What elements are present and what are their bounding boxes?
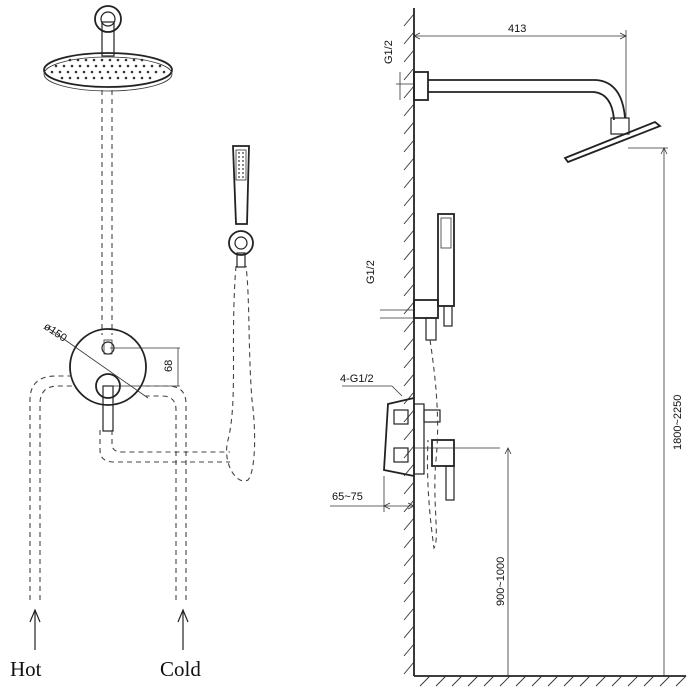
dim-900-1000: 900~1000 — [495, 557, 507, 606]
floor-hatching — [419, 675, 687, 687]
hot-arrow — [29, 608, 41, 650]
concealed-valve-body — [383, 397, 500, 501]
hot-label: Hot — [10, 657, 42, 681]
dim-1800-2250: 1800~2250 — [672, 395, 684, 450]
hand-shower-side — [413, 213, 455, 341]
shower-nozzles — [50, 58, 166, 80]
dim-g12-mid: G1/2 — [365, 260, 377, 284]
hose-side — [426, 339, 439, 550]
front-view: ø150 68 Hot Cold — [10, 5, 256, 681]
dim-g12-top: G1/2 — [383, 40, 395, 64]
dim-4g12: 4-G1/2 — [340, 373, 374, 385]
mixer-valve-plate — [69, 328, 147, 432]
dim-413: 413 — [508, 23, 526, 35]
cold-label: Cold — [160, 657, 201, 681]
hand-shower — [228, 145, 254, 268]
dim-65-75: 65~75 — [332, 491, 363, 503]
shower-arm-mount — [94, 5, 122, 57]
wall-hatching — [403, 13, 415, 675]
shower-arm-side — [413, 71, 662, 164]
dim-phi150: ø150 — [41, 321, 69, 345]
side-view: G1/2 413 1800~2250 G1/2 — [330, 8, 687, 687]
cold-arrow — [177, 608, 189, 650]
shower-hose — [226, 265, 256, 482]
dim-68: 68 — [163, 360, 175, 372]
concealed-pipework — [29, 375, 230, 600]
rain-shower-head — [43, 52, 173, 92]
